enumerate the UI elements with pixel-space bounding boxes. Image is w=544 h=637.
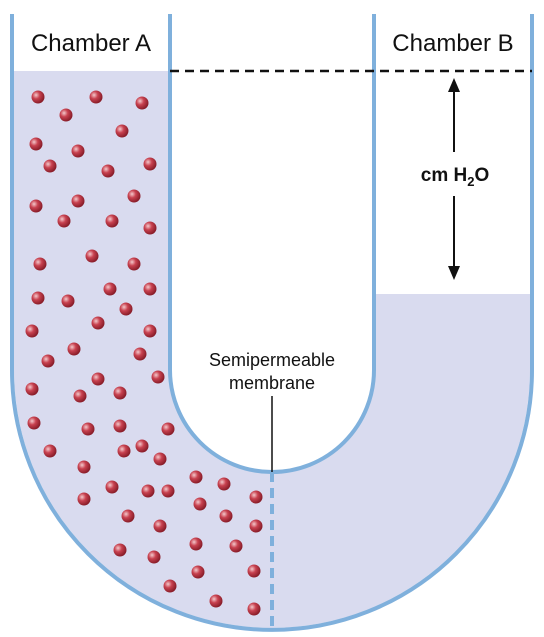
solute-particle xyxy=(143,324,157,338)
solute-particle xyxy=(249,519,263,533)
solute-particle xyxy=(41,354,55,368)
solute-particle xyxy=(77,460,91,474)
solute-particle xyxy=(229,539,243,553)
solute-particle xyxy=(33,257,47,271)
solute-particle xyxy=(135,96,149,110)
solute-particle xyxy=(219,509,233,523)
solute-particle xyxy=(43,159,57,173)
solute-particle xyxy=(31,90,45,104)
solute-particle xyxy=(189,470,203,484)
solute-particle xyxy=(31,291,45,305)
solute-particle xyxy=(147,550,161,564)
solute-particle xyxy=(127,257,141,271)
solute-particle xyxy=(247,564,261,578)
solute-particle xyxy=(57,214,71,228)
solute-particle xyxy=(29,199,43,213)
solute-particle xyxy=(153,452,167,466)
solute-particle xyxy=(193,497,207,511)
solute-particle xyxy=(61,294,75,308)
solute-particle xyxy=(103,282,117,296)
solute-particle xyxy=(115,124,129,138)
solute-particle xyxy=(127,189,141,203)
solute-particle xyxy=(25,382,39,396)
chamber-b-label: Chamber B xyxy=(392,30,513,57)
solute-particle xyxy=(43,444,57,458)
membrane-label-line1: Semipermeable xyxy=(209,350,335,370)
solute-particle xyxy=(91,372,105,386)
solute-particle xyxy=(191,565,205,579)
pressure-label: cm H2O xyxy=(421,165,489,189)
solute-particle xyxy=(189,537,203,551)
solute-particle xyxy=(105,214,119,228)
solute-particle xyxy=(143,221,157,235)
solute-particle xyxy=(105,480,119,494)
solute-particle xyxy=(141,484,155,498)
solute-particle xyxy=(29,137,43,151)
solute-particle xyxy=(135,439,149,453)
solute-particle xyxy=(91,316,105,330)
solute-particle xyxy=(101,164,115,178)
solute-particle xyxy=(113,419,127,433)
solute-particle xyxy=(143,282,157,296)
solute-particle xyxy=(163,579,177,593)
solute-particle xyxy=(71,144,85,158)
solute-particle xyxy=(209,594,223,608)
solute-particle xyxy=(113,543,127,557)
solute-particle xyxy=(77,492,91,506)
solute-particle xyxy=(25,324,39,338)
fluid-chamber-b xyxy=(272,294,530,628)
solute-particle xyxy=(59,108,73,122)
membrane-label-line2: membrane xyxy=(229,373,315,393)
solute-particles xyxy=(25,90,263,616)
solute-particle xyxy=(113,386,127,400)
tube-outer-wall xyxy=(10,14,534,632)
solute-particle xyxy=(117,444,131,458)
solute-particle xyxy=(119,302,133,316)
solute-particle xyxy=(133,347,147,361)
solute-particle xyxy=(151,370,165,384)
solute-particle xyxy=(161,422,175,436)
solute-particle xyxy=(71,194,85,208)
solute-particle xyxy=(217,477,231,491)
solute-particle xyxy=(85,249,99,263)
solute-particle xyxy=(67,342,81,356)
solute-particle xyxy=(153,519,167,533)
chamber-a-label: Chamber A xyxy=(31,30,151,57)
solute-particle xyxy=(161,484,175,498)
solute-particle xyxy=(89,90,103,104)
solute-particle xyxy=(249,490,263,504)
solute-particle xyxy=(73,389,87,403)
solute-particle xyxy=(121,509,135,523)
solute-particle xyxy=(143,157,157,171)
solute-particle xyxy=(81,422,95,436)
pressure-difference-arrow xyxy=(448,78,460,280)
solute-particle xyxy=(27,416,41,430)
solute-particle xyxy=(247,602,261,616)
